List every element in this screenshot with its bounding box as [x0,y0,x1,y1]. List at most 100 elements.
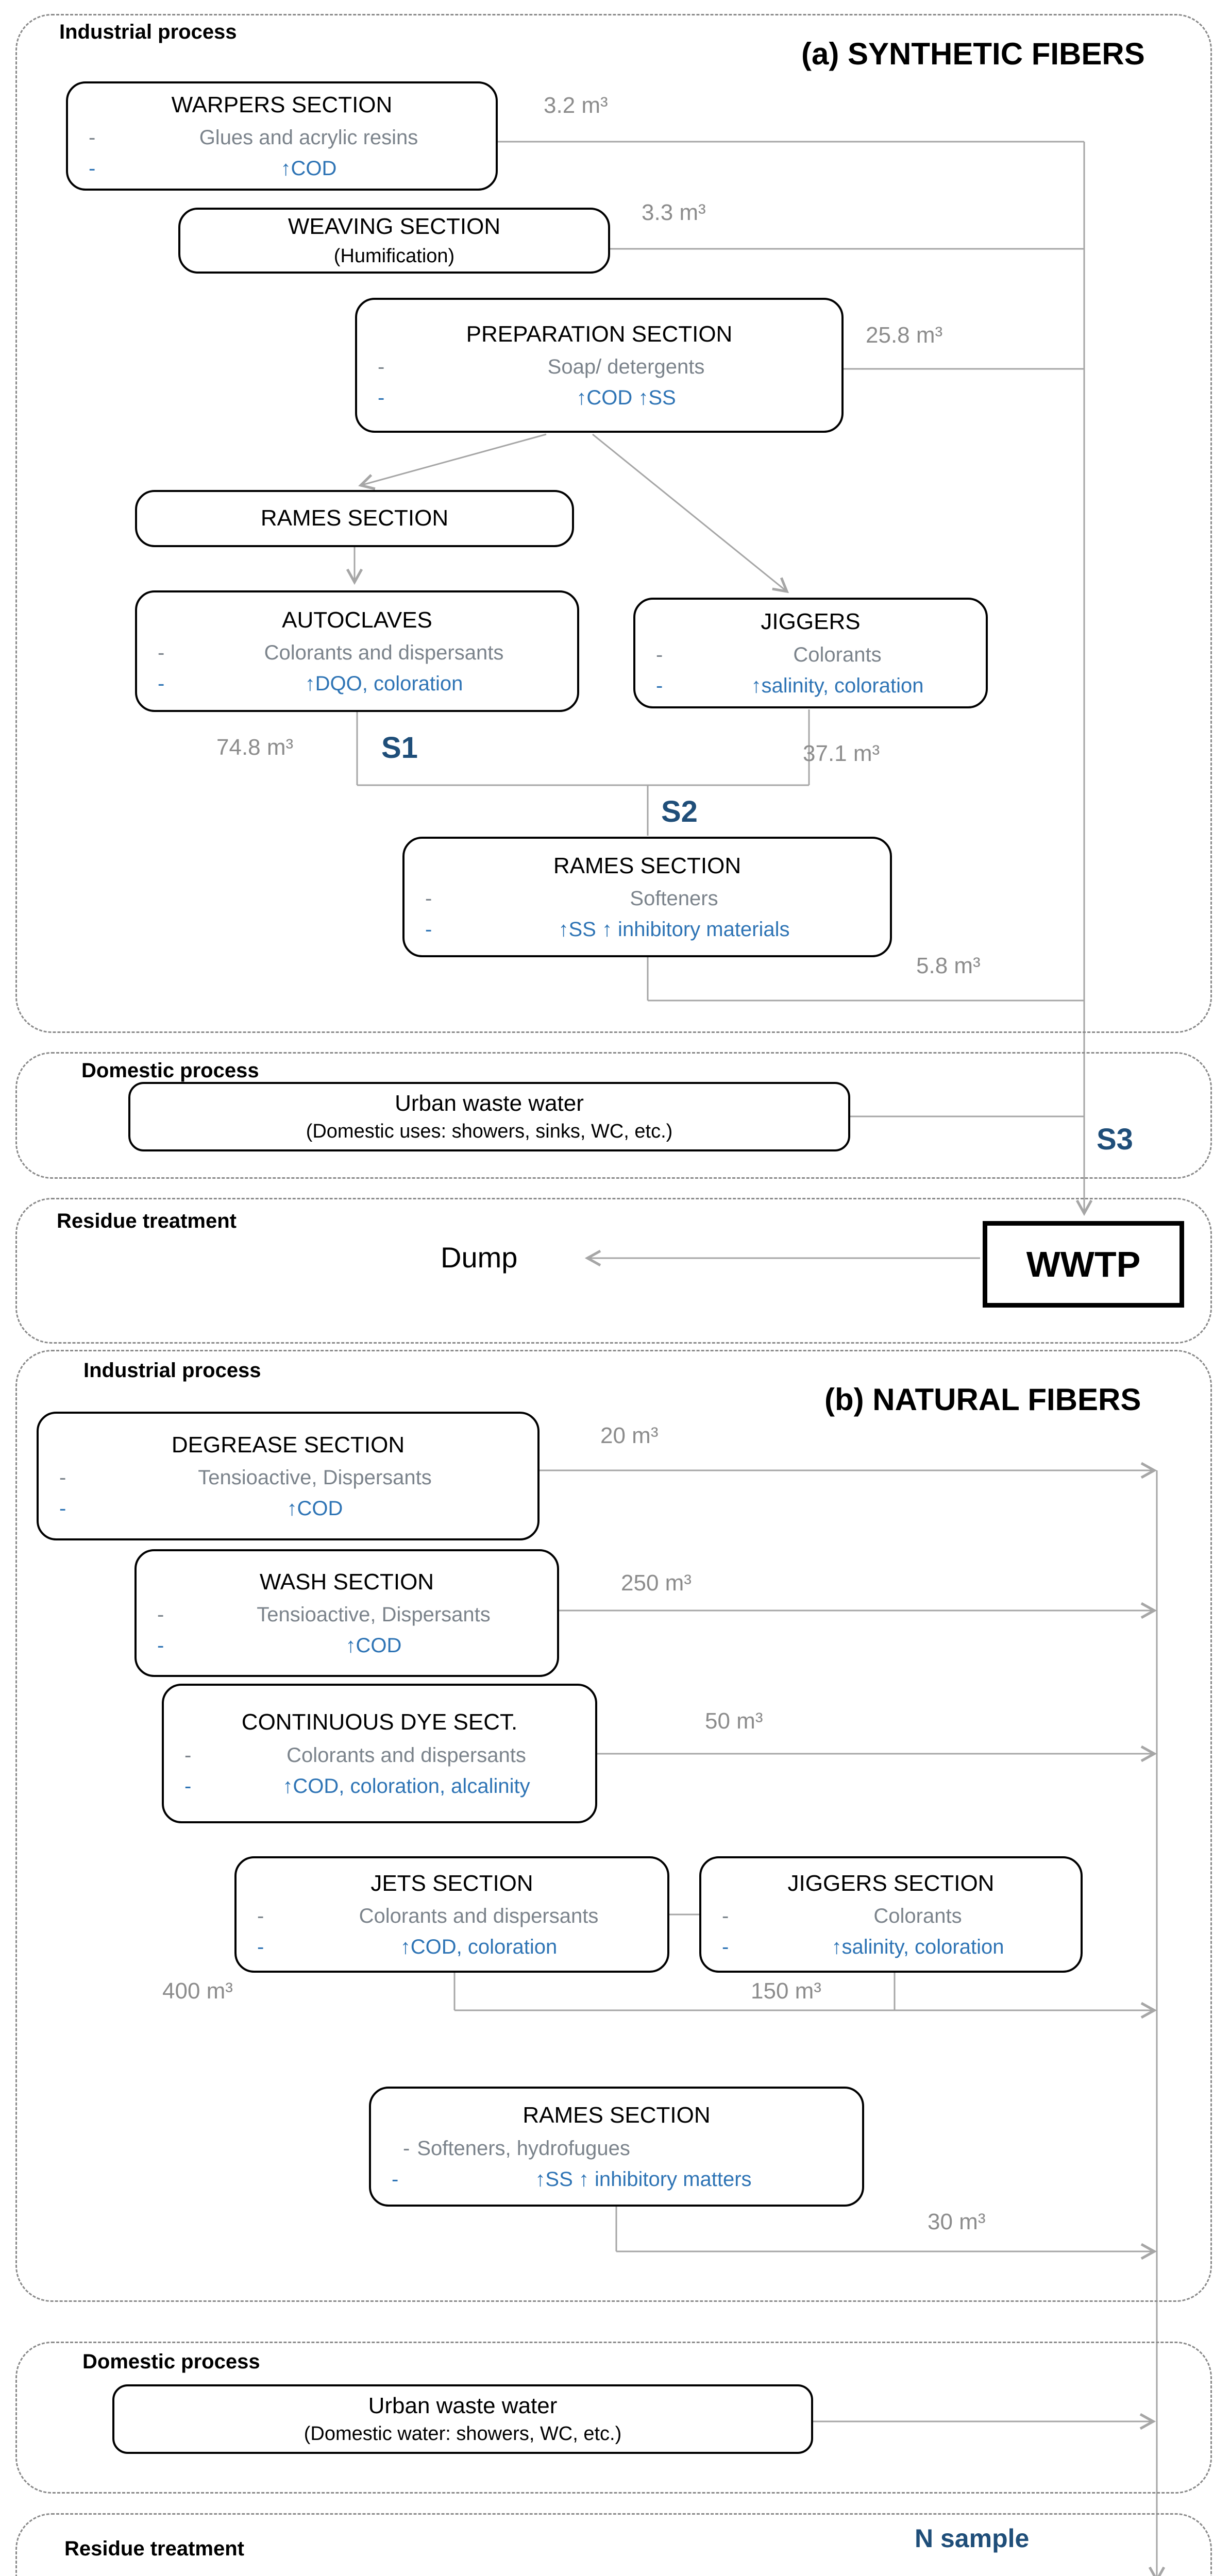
process-box-warpers: WARPERS SECTION - Glues and acrylic resin… [66,81,498,191]
bullet: - [184,1743,192,1767]
process-box-jiggers-b: JIGGERS SECTION - Colorants - ↑salinity, c… [699,1856,1083,1973]
bullet: - [403,2137,410,2160]
box-impact: ↑DQO, coloration [305,672,463,696]
residue-treatment-a-label: Residue treatment [57,1210,237,1232]
box-materials: Soap/ detergents [547,355,705,379]
residue-treatment-b-container [15,2513,1212,2576]
process-box-jets: JETS SECTION -Colorants and dispersants … [234,1856,669,1973]
domestic-process-b-label: Domestic process [82,2350,260,2373]
flow-volume-jets: 400 m³ [162,1978,233,2004]
box-impact: ↑salinity, coloration [751,674,924,697]
urban-box-subtitle: (Domestic uses: showers, sinks, WC, etc.… [306,1121,673,1142]
box-title: WEAVING SECTION [288,214,501,240]
flow-volume-wash: 250 m³ [621,1570,692,1596]
box-impact: ↑SS ↑ inhibitory matters [535,2167,752,2191]
flow-volume-continuous-dye: 50 m³ [705,1708,763,1734]
box-materials: Colorants and dispersants [264,641,504,665]
box-impact: ↑COD ↑SS [576,386,676,410]
box-title: JIGGERS [761,609,861,635]
process-box-degrease: DEGREASE SECTION - Tensioactive, Dispersa… [37,1412,540,1540]
process-box-rames-2: RAMES SECTION -Softeners -↑SS ↑ inhibito… [402,837,892,957]
box-title: WASH SECTION [259,1569,434,1595]
flow-volume-degrease: 20 m³ [600,1423,659,1448]
sample-point-s2: S2 [661,795,698,828]
box-title: RAMES SECTION [553,853,742,878]
flow-volume-warpers: 3.2 m³ [544,93,608,118]
bullet: - [59,1497,66,1520]
sample-point-s3: S3 [1097,1123,1133,1156]
box-title: DEGREASE SECTION [171,1432,405,1458]
section-a-title: (a) SYNTHETIC FIBERS [801,37,1145,71]
flow-volume-autoclaves: 74.8 m³ [216,735,294,760]
flow-line-prep-to-rames1 [358,433,547,490]
box-title: AUTOCLAVES [282,607,432,633]
box-materials: Colorants and dispersants [287,1743,526,1767]
bullet: - [656,643,663,666]
urban-box-title: Urban waste water [368,2393,558,2418]
box-title: RAMES SECTION [523,2103,711,2128]
sample-point-s1: S1 [381,731,418,765]
process-box-wash: WASH SECTION -Tensioactive, Dispersants … [134,1549,559,1677]
flow-volume-rames-2: 5.8 m³ [916,953,981,978]
wwtp-label: WWTP [1026,1244,1141,1284]
box-materials: Glues and acrylic resins [199,126,418,149]
domestic-process-a-container [15,1052,1212,1179]
bullet: - [378,386,385,410]
box-title: JIGGERS SECTION [787,1870,995,1896]
process-box-jiggers-a: JIGGERS - Colorants - ↑salinity, coloratio… [633,598,988,708]
process-box-preparation: PREPARATION SECTION -Soap/ detergents -↑… [355,298,844,433]
box-materials: Tensioactive, Dispersants [257,1603,491,1626]
bullet: - [157,1603,164,1626]
domestic-process-a-label: Domestic process [81,1059,259,1082]
residue-treatment-b-label: Residue treatment [64,2537,244,2560]
industrial-process-a-label: Industrial process [59,21,237,43]
box-title: PREPARATION SECTION [466,321,733,347]
flow-volume-jiggers-b: 150 m³ [751,1978,821,2004]
bullet: - [722,1936,729,1959]
domestic-process-b-container [15,2342,1212,2494]
box-impact: ↑COD [287,1497,343,1520]
bullet: - [184,1774,192,1798]
urban-waste-water-box-a: Urban waste water (Domestic uses: shower… [128,1082,850,1151]
box-impact: ↑COD, coloration, alcalinity [282,1774,530,1798]
urban-box-subtitle: (Domestic water: showers, WC, etc.) [304,2423,622,2445]
bullet: - [158,641,165,665]
industrial-process-b-label: Industrial process [83,1359,261,1382]
bullet: - [157,1634,164,1657]
box-materials: Colorants [873,1905,962,1928]
bullet: - [257,1905,264,1928]
process-box-rames-b: RAMES SECTION -Softeners, hydrofugues - ↑… [369,2087,864,2207]
process-box-weaving: WEAVING SECTION (Humification) [178,208,610,274]
sample-point-n-sample: N sample [915,2524,1030,2553]
section-b-title: (b) NATURAL FIBERS [824,1382,1141,1417]
industrial-process-b-container [15,1350,1212,2302]
bullet: - [158,672,165,696]
bullet: - [392,2167,399,2191]
flow-volume-jiggers: 37.1 m³ [803,741,880,766]
flow-line-prep-to-jiggers [592,433,789,594]
box-materials: Softeners, hydrofugues [417,2137,630,2160]
bullet: - [89,157,96,180]
box-title: RAMES SECTION [260,505,449,531]
residue-treatment-a-container [15,1198,1212,1344]
box-title: WARPERS SECTION [171,92,393,117]
process-box-autoclaves: AUTOCLAVES - Colorants and dispersants - ↑… [135,590,579,712]
box-materials: Tensioactive, Dispersants [198,1466,432,1489]
box-impact: ↑COD [280,157,337,180]
bullet: - [257,1936,264,1959]
box-impact: ↑COD, coloration [400,1936,558,1959]
bullet: - [59,1466,66,1489]
industrial-process-a-container [15,14,1212,1033]
box-materials: Colorants [793,643,882,666]
box-title: JETS SECTION [370,1870,533,1896]
urban-box-title: Urban waste water [395,1091,584,1116]
box-impact: ↑salinity, coloration [831,1936,1004,1959]
bullet: - [656,674,663,697]
process-box-rames-1: RAMES SECTION [135,490,574,547]
flow-volume-weaving: 3.3 m³ [642,200,706,225]
bullet: - [722,1905,729,1928]
flow-volume-preparation: 25.8 m³ [866,323,943,348]
bullet: - [89,126,96,149]
